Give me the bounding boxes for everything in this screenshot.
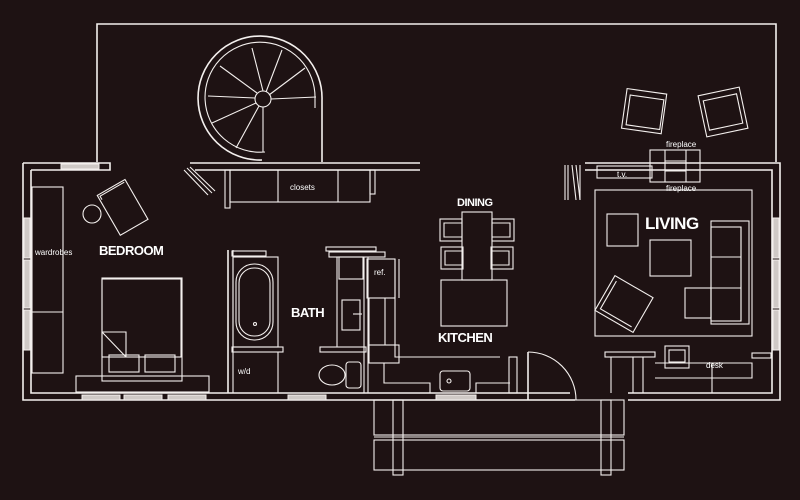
room-label-kitchen: KITCHEN [438, 330, 493, 345]
closets [183, 166, 376, 209]
bathroom [227, 246, 386, 393]
bedroom-furniture [31, 178, 210, 393]
spiral-staircase [197, 35, 323, 162]
room-label-living: LIVING [645, 214, 699, 233]
kitchen [366, 211, 518, 394]
entry-door [527, 351, 577, 401]
desk-label: desk [706, 361, 723, 370]
room-label-dining: DINING [457, 197, 493, 209]
dining-chairs [439, 218, 515, 270]
fireplace-inside-label: fireplace [666, 184, 697, 193]
tv-label: t.v. [617, 170, 628, 179]
washer-dryer-label: w/d [238, 367, 251, 376]
wardrobes-label: wardrobes [35, 248, 73, 257]
closets-label: closets [290, 183, 315, 192]
living-room [564, 86, 772, 393]
porch [373, 399, 625, 476]
room-label-bedroom: BEDROOM [99, 243, 164, 258]
refrigerator-label: ref. [374, 268, 386, 277]
fireplace-outside-label: fireplace [666, 140, 697, 149]
windows [23, 163, 780, 401]
chimney-lines [564, 164, 581, 201]
room-label-bath: BATH [291, 305, 325, 320]
terrace-outline [96, 23, 777, 162]
